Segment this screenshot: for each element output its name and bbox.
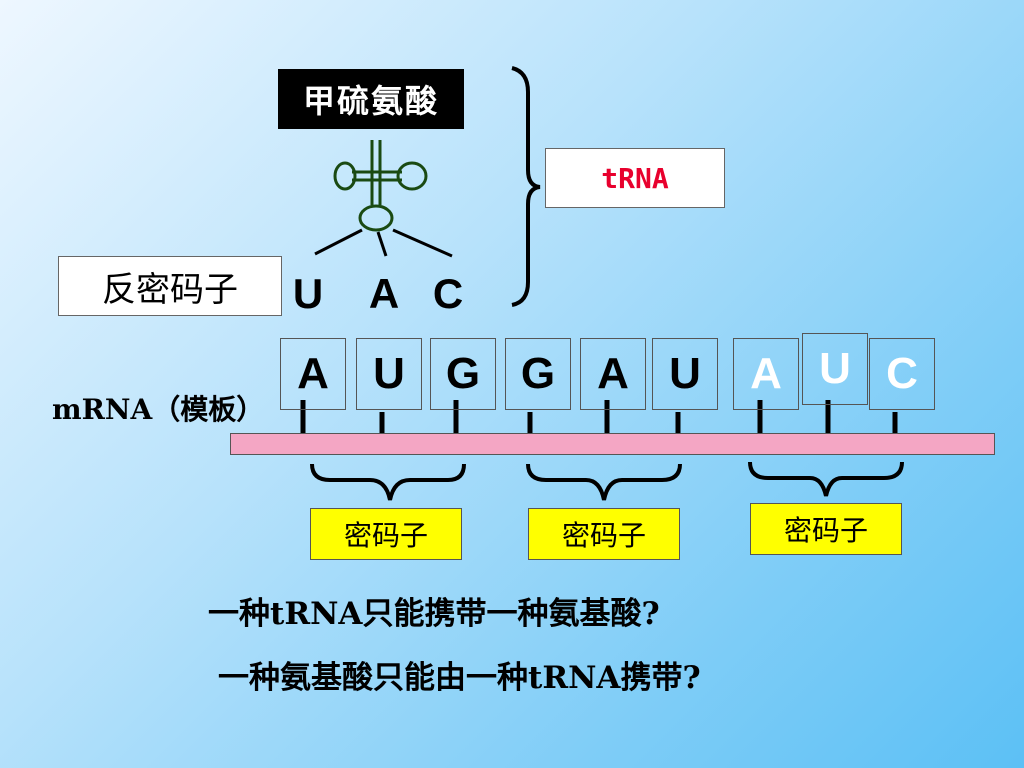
mrna-base-letter: U [669, 349, 701, 398]
mrna-base: U [802, 333, 868, 405]
trna-brace [511, 66, 541, 307]
mrna-base: A [733, 338, 799, 410]
mrna-base-letter: G [520, 349, 556, 398]
mrna-strand [230, 433, 995, 455]
mrna-base-letter: U [819, 344, 851, 393]
mrna-base-letter: C [886, 349, 918, 398]
mrna-base: G [430, 338, 496, 410]
codon-label: 密码子 [750, 503, 902, 555]
anticodon-arms [314, 228, 453, 258]
amino-acid-label: 甲硫氨酸 [278, 69, 464, 129]
codon-braces [310, 461, 904, 501]
mrna-base: U [356, 338, 422, 410]
anticodon-base: A [368, 270, 400, 317]
question-2: 一种氨基酸只能由一种tRNA携带? [218, 660, 701, 696]
anticodon-label: 反密码子 [58, 256, 282, 316]
mrna-base-letter: G [445, 349, 481, 398]
base-connectors [300, 400, 898, 436]
mrna-label: mRNA（模板） [52, 393, 265, 426]
codon-label: 密码子 [528, 508, 680, 560]
question-1: 一种tRNA只能携带一种氨基酸? [208, 596, 660, 632]
mrna-base-letter: A [297, 349, 329, 398]
mrna-base: C [869, 338, 935, 410]
mrna-base: A [580, 338, 646, 410]
mrna-base-letter: A [750, 349, 782, 398]
trna-label: tRNA [545, 148, 725, 208]
mrna-base: G [505, 338, 571, 410]
mrna-base: A [280, 338, 346, 410]
anticodon-base: C [432, 270, 464, 317]
mrna-base-letter: A [597, 349, 629, 398]
mrna-base: U [652, 338, 718, 410]
mrna-base-letter: U [373, 349, 405, 398]
anticodon-base: U [292, 270, 324, 317]
codon-label: 密码子 [310, 508, 462, 560]
trna-cloverleaf-icon [333, 140, 428, 232]
